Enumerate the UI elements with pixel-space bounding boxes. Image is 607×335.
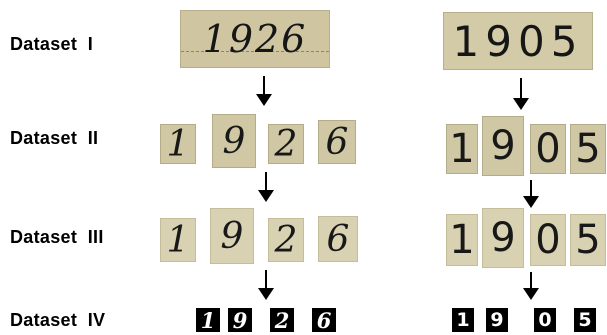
- dataset-4-normalized-digit: 2: [270, 308, 294, 332]
- dataset-4-normalized-digit: 6: [312, 308, 336, 332]
- dataset-2-digit: 6: [318, 120, 356, 164]
- dataset-2-digit: 9: [482, 116, 524, 176]
- dataset-3-digit: 6: [318, 216, 358, 262]
- down-arrow-icon: [523, 272, 539, 300]
- dataset-2-digit: 0: [530, 124, 566, 174]
- down-arrow-icon: [258, 172, 274, 202]
- row-label-dataset-2: Dataset II: [10, 128, 98, 149]
- dataset-4-normalized-digit: 5: [574, 308, 596, 332]
- whole-number-1905: 1905: [444, 13, 592, 69]
- dataset-3-digit: 9: [482, 208, 524, 268]
- dataset-2-digit: 2: [268, 124, 304, 164]
- dataset-3-digit: 2: [268, 218, 304, 262]
- dataset-1-sample-1926: 1926: [180, 10, 330, 68]
- whole-number-1926: 1926: [181, 11, 329, 67]
- dataset-4-normalized-digit: 0: [534, 308, 556, 332]
- dataset-3-digit: 1: [160, 218, 196, 262]
- row-label-dataset-4: Dataset IV: [10, 310, 105, 331]
- dataset-4-normalized-digit: 9: [486, 308, 508, 332]
- dataset-2-digit: 9: [212, 114, 256, 168]
- dataset-3-digit: 9: [210, 208, 254, 264]
- row-label-dataset-1: Dataset I: [10, 34, 93, 55]
- dataset-4-normalized-digit: 1: [196, 308, 220, 332]
- dataset-2-digit: 1: [160, 124, 196, 164]
- down-arrow-icon: [513, 78, 529, 110]
- row-label-dataset-3: Dataset III: [10, 227, 104, 248]
- dataset-1-sample-1905: 1905: [443, 12, 593, 70]
- dataset-2-digit: 1: [446, 124, 478, 174]
- dataset-3-digit: 5: [570, 214, 606, 266]
- dataset-3-digit: 0: [530, 214, 566, 266]
- dataset-4-normalized-digit: 1: [452, 308, 474, 332]
- down-arrow-icon: [523, 180, 539, 208]
- down-arrow-icon: [256, 76, 272, 106]
- dataset-2-digit: 5: [570, 124, 606, 174]
- down-arrow-icon: [258, 270, 274, 300]
- dataset-3-digit: 1: [446, 214, 478, 266]
- dataset-4-normalized-digit: 9: [228, 308, 252, 332]
